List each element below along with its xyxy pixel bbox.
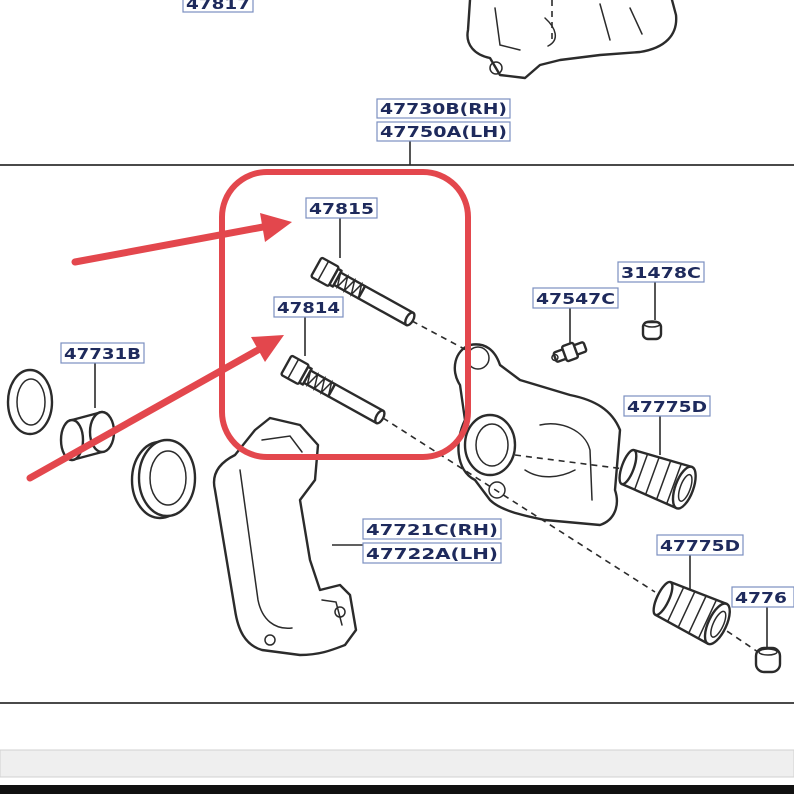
- slide-pin-upper: [310, 256, 416, 327]
- label-47547c-text: 47547C: [536, 290, 615, 308]
- caliper-cylinder: [453, 343, 622, 527]
- label-47547c: 47547C: [532, 287, 619, 309]
- label-47817: 47817: [182, 0, 254, 13]
- label-47775d-lower-text: 47775D: [660, 537, 740, 555]
- bleeder-plug: [551, 341, 588, 363]
- status-band: [0, 749, 794, 778]
- label-47775d-upper: 47775D: [623, 395, 711, 417]
- label-47731b-text: 47731B: [64, 345, 141, 363]
- label-47814: 47814: [273, 296, 344, 318]
- slide-pin-lower: [280, 354, 386, 425]
- label-47817-text: 47817: [186, 0, 250, 13]
- piston-seal: [130, 438, 197, 520]
- label-47750a-text: 47750A(LH): [380, 123, 507, 141]
- label-31478c-text: 31478C: [621, 264, 701, 282]
- label-47722a-text: 47722A(LH): [366, 545, 498, 563]
- highlight-box: [219, 169, 471, 460]
- label-47730b-text: 47730B(RH): [380, 100, 507, 118]
- highlight-arrow-lower: [26, 335, 284, 482]
- label-31478c: 31478C: [617, 261, 705, 283]
- boot-lower: [652, 580, 731, 646]
- label-47722a: 47722A(LH): [362, 542, 502, 564]
- label-47815-text: 47815: [309, 200, 374, 218]
- bleeder-cap: [641, 320, 663, 341]
- caliper-mounting: [212, 416, 358, 657]
- label-47730b: 47730B(RH): [376, 98, 511, 119]
- label-47721c-text: 47721C(RH): [366, 521, 498, 539]
- assembly-lines: [382, 320, 759, 653]
- label-47721c: 47721C(RH): [362, 518, 502, 540]
- seal-ring: [6, 368, 54, 436]
- boot-upper: [618, 448, 697, 510]
- label-47775d-lower: 47775D: [656, 534, 744, 556]
- bottom-bar: [0, 785, 794, 794]
- highlight-arrow-upper: [71, 213, 292, 266]
- label-47750a: 47750A(LH): [376, 121, 511, 142]
- dust-cap: [754, 646, 782, 674]
- label-47815: 47815: [305, 197, 378, 219]
- label-47731b: 47731B: [60, 342, 145, 364]
- top-caliper-sketch: [466, 0, 678, 80]
- label-47814-text: 47814: [277, 299, 340, 317]
- label-47775d-upper-text: 47775D: [627, 398, 707, 416]
- label-4776: 4776: [731, 586, 794, 608]
- label-4776-text: 4776: [735, 589, 787, 607]
